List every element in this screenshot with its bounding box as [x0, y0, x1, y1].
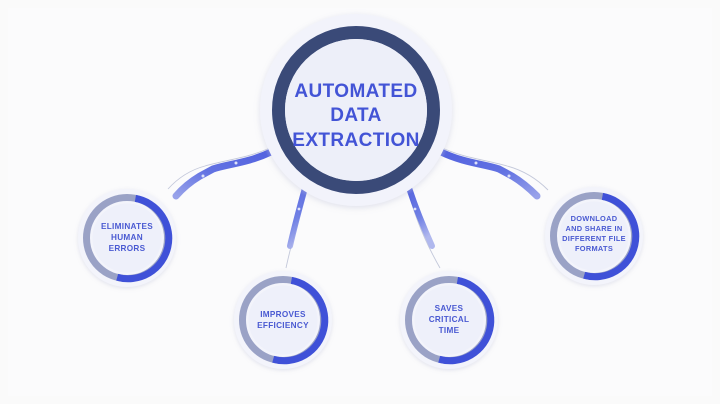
connector-dot-center-right [413, 207, 417, 211]
leaf-node-improves-efficiency[interactable] [231, 268, 335, 372]
connector-hairline-right [437, 145, 549, 191]
leaf-fill [559, 201, 629, 271]
leaf-ring-progress [116, 194, 173, 283]
leaf-node-saves-critical-time[interactable] [397, 268, 501, 372]
center-node-ring [272, 26, 440, 194]
leaf-ring-progress [583, 192, 640, 281]
connector-ribbon-center-right [406, 185, 435, 249]
leaf-ring-progress [272, 276, 329, 365]
connector-dot-left-a [234, 161, 238, 165]
leaf-node-download-and-share[interactable] [542, 184, 646, 288]
connector-hairline-left [167, 145, 275, 190]
connector-dot-left-b [201, 174, 205, 178]
leaf-ring-progress [438, 276, 495, 365]
center-node[interactable] [256, 10, 456, 210]
connector-ribbon-right [437, 148, 541, 200]
connector-ribbon-center-left [287, 185, 308, 249]
leaf-fill [92, 203, 162, 273]
connector-ribbon-left [172, 148, 275, 200]
leaf-fill [414, 285, 484, 355]
connector-dot-right-a [474, 161, 478, 165]
connector-dot-center-left [297, 207, 301, 211]
leaf-node-eliminates-human-errors[interactable] [75, 186, 179, 290]
center-node-fill [285, 39, 427, 181]
connector-dot-right-b [507, 174, 511, 178]
leaf-fill [248, 285, 318, 355]
